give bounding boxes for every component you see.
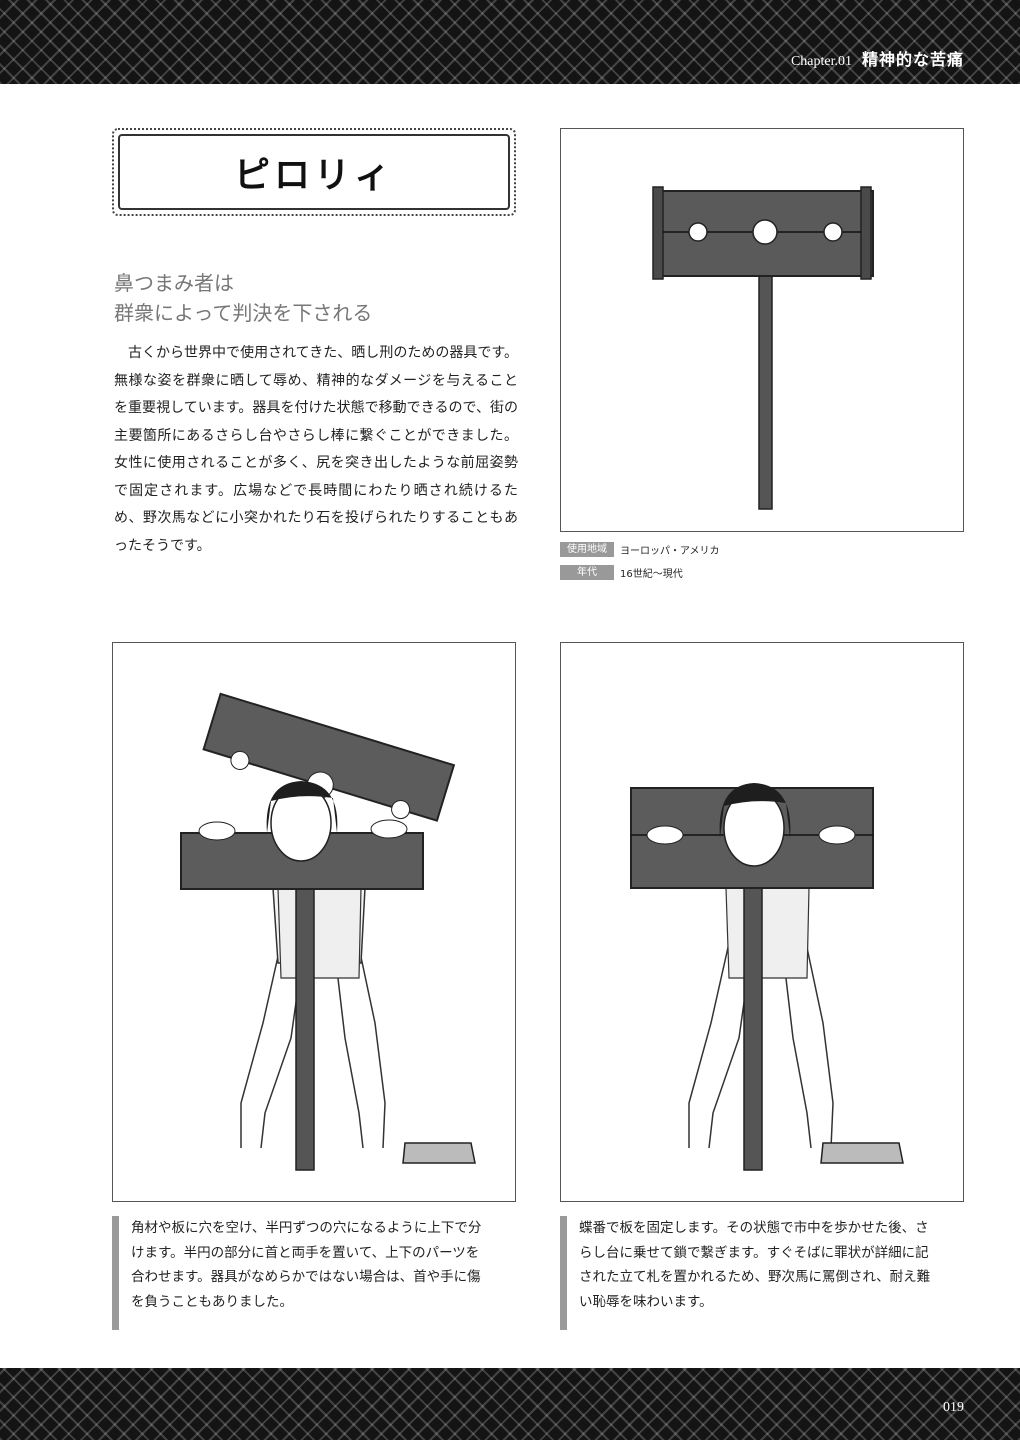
- page-title: ピロリィ: [233, 155, 394, 196]
- caption-left: 角材や板に穴を空け、半円ずつの穴になるように上下で分けます。半円の部分に首と両手…: [112, 1216, 492, 1330]
- page-number: 019: [943, 1400, 964, 1415]
- illustration-closed-pillory: [560, 642, 964, 1202]
- header-band: Chapter.01 精神的な苦痛: [0, 0, 1020, 84]
- era-value: 16世紀〜現代: [620, 569, 683, 580]
- subtitle: 鼻つまみ者は 群衆によって判決を下される: [114, 268, 514, 328]
- title-box: ピロリィ: [112, 128, 516, 216]
- chapter-heading: Chapter.01 精神的な苦痛: [791, 46, 964, 70]
- meta-region: 使用地域 ヨーロッパ・アメリカ: [560, 542, 720, 557]
- chapter-number: Chapter.01: [790, 54, 852, 69]
- region-label: 使用地域: [560, 542, 614, 557]
- subtitle-line-1: 鼻つまみ者は: [114, 271, 234, 295]
- chapter-title: 精神的な苦痛: [861, 50, 964, 69]
- footer-band: [0, 1368, 1020, 1440]
- illustration-open-pillory: [112, 642, 516, 1202]
- pillory-diagram: [560, 128, 964, 532]
- meta-era: 年代 16世紀〜現代: [560, 565, 683, 580]
- intro-paragraph: 古くから世界中で使用されてきた、晒し刑のための器具です。無様な姿を群衆に晒して辱…: [114, 345, 518, 554]
- caption-right: 蝶番で板を固定します。その状態で市中を歩かせた後、さらし台に乗せて鎖で繋ぎます。…: [560, 1216, 940, 1330]
- subtitle-line-2: 群衆によって判決を下される: [114, 301, 373, 325]
- region-value: ヨーロッパ・アメリカ: [620, 546, 720, 557]
- era-label: 年代: [560, 565, 614, 580]
